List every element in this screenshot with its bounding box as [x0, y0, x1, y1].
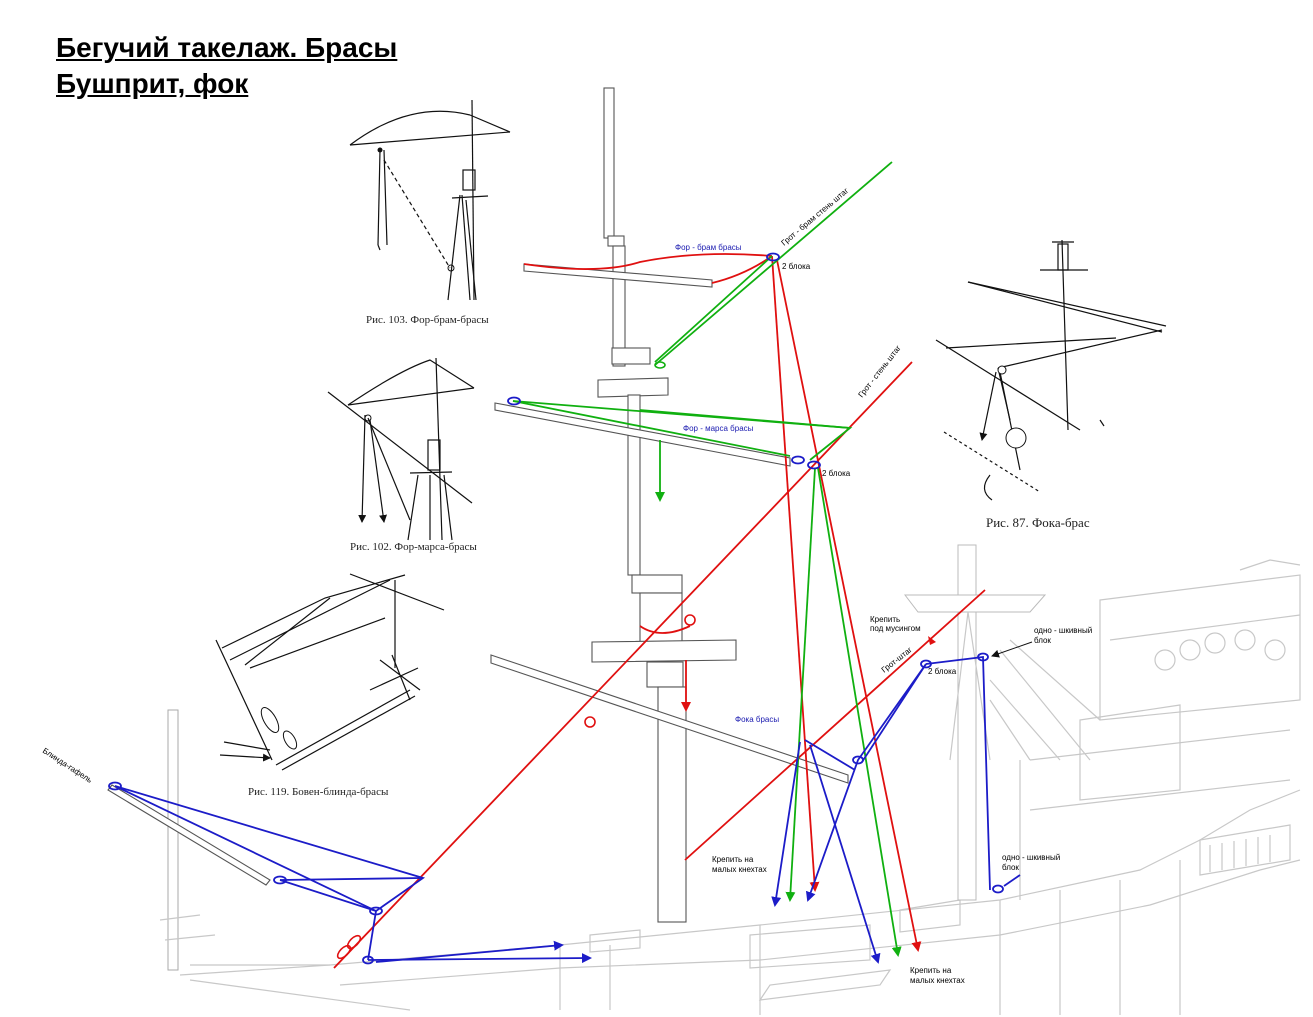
figure-119-caption: Рис. 119. Бовен-блинда-брасы — [248, 786, 389, 798]
label-odno-shkivny-2b: блок — [1002, 863, 1019, 872]
ship-hull-outline — [179, 559, 1301, 1015]
label-krepit-malykh-2b: малых кнехтах — [910, 976, 965, 985]
label-two-blocks-3: 2 блока — [928, 667, 957, 676]
label-blinda-gafel: Блинда-гафель — [41, 746, 94, 785]
label-krepit-malykh-2a: Крепить на — [910, 966, 952, 975]
foremast — [591, 87, 737, 923]
title-line-1: Бегучий такелаж. Брасы — [56, 32, 398, 63]
label-odno-shkivny-2a: одно - шкивный — [1002, 853, 1060, 862]
blue-rigging — [108, 252, 1021, 965]
label-for-bram-brasy: Фор - брам брасы — [675, 243, 742, 252]
label-odno-shkivny-1b: блок — [1034, 636, 1051, 645]
figure-119-sketch — [215, 573, 445, 771]
figure-87-caption: Рис. 87. Фока-брас — [986, 515, 1090, 530]
figure-87-sketch — [935, 239, 1167, 501]
blinda-mast — [159, 709, 216, 971]
label-two-blocks-2: 2 блока — [822, 469, 851, 478]
title-line-2: Бушприт, фок — [56, 68, 249, 99]
yards — [107, 263, 849, 886]
label-foka-brasy: Фока брасы — [735, 715, 779, 724]
label-grot-sten-stag: Грот - стень штаг — [856, 344, 902, 400]
label-krepit-pod-musingom-1: Крепить — [870, 615, 900, 624]
label-krepit-malykh-1a: Крепить на — [712, 855, 754, 864]
label-odno-shkivny-1a: одно - шкивный — [1034, 626, 1092, 635]
label-two-blocks-1: 2 блока — [782, 262, 811, 271]
label-krepit-pod-musingom-2: под мусингом — [870, 624, 921, 633]
figure-103-sketch — [349, 99, 511, 301]
red-rigging — [333, 253, 986, 969]
green-rigging — [512, 161, 902, 957]
figure-102-caption: Рис. 102. Фор-марса-брасы — [350, 541, 477, 553]
figure-103-caption: Рис. 103. Фор-брам-брасы — [366, 314, 489, 326]
label-grot-bram-sten-stag: Грот - брам стень штаг — [780, 186, 851, 247]
label-for-marsa-brasy: Фор - марса брасы — [683, 424, 754, 433]
main-mast-background — [903, 544, 1047, 901]
label-krepit-malykh-1b: малых кнехтах — [712, 865, 767, 874]
figure-102-sketch — [327, 357, 475, 541]
